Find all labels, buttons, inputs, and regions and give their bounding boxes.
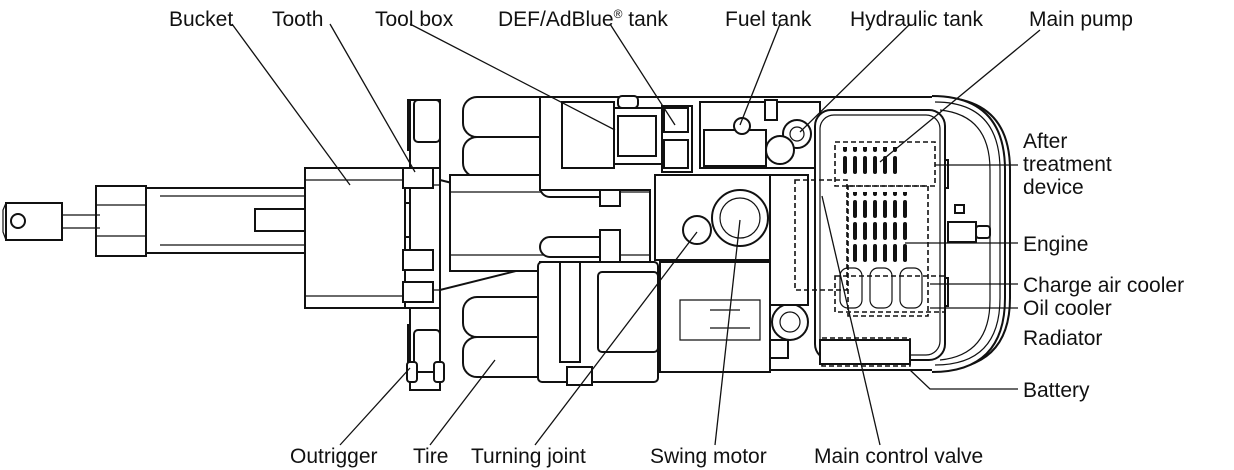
label-tooth: Tooth: [272, 8, 323, 31]
leader-tooth: [329, 23, 416, 173]
labels: Bucket Tooth Tool box DEF/AdBlue® tank F…: [169, 7, 1184, 468]
machine-drawing: [2, 95, 1011, 391]
leader-turning-joint: [534, 231, 698, 446]
label-charge-air-cooler: Charge air cooler: [1023, 274, 1184, 297]
label-after-treatment-line3: device: [1023, 176, 1084, 199]
leader-hydraulic-tank: [799, 23, 911, 133]
upper-structure: [537, 95, 1011, 386]
leader-def-tank: [609, 23, 676, 126]
label-after-treatment-line1: After: [1023, 130, 1067, 153]
label-def-tank-suffix: tank: [622, 8, 668, 31]
leader-main-control-valve: [821, 195, 881, 446]
label-engine: Engine: [1023, 233, 1088, 256]
leader-outrigger: [339, 367, 411, 446]
label-battery: Battery: [1023, 379, 1090, 402]
label-outrigger: Outrigger: [290, 445, 378, 468]
label-turning-joint: Turning joint: [471, 445, 586, 468]
leader-swing-motor: [714, 219, 741, 446]
label-after-treatment-line2: treatment: [1023, 153, 1112, 176]
label-def-tank-registered-mark: ®: [614, 7, 623, 21]
label-oil-cooler: Oil cooler: [1023, 297, 1112, 320]
leader-fuel-tank: [739, 23, 781, 126]
label-tire: Tire: [413, 445, 448, 468]
leader-main-pump: [879, 29, 1041, 163]
leader-lines: [231, 23, 1041, 446]
label-main-control-valve: Main control valve: [814, 445, 983, 468]
label-main-pump: Main pump: [1029, 8, 1133, 31]
label-tool-box: Tool box: [375, 8, 454, 31]
label-fuel-tank: Fuel tank: [725, 8, 812, 31]
leader-tire: [429, 359, 496, 446]
leader-bucket: [231, 23, 351, 186]
label-swing-motor: Swing motor: [650, 445, 767, 468]
label-bucket: Bucket: [169, 8, 233, 31]
leader-battery: [909, 369, 1018, 390]
label-def-tank-name: DEF/AdBlue: [498, 8, 614, 31]
bucket: [304, 167, 434, 309]
label-def-tank: DEF/AdBlue® tank: [498, 7, 668, 31]
label-hydraulic-tank: Hydraulic tank: [850, 8, 984, 31]
label-radiator: Radiator: [1023, 327, 1102, 350]
leader-tool-box: [409, 23, 616, 131]
